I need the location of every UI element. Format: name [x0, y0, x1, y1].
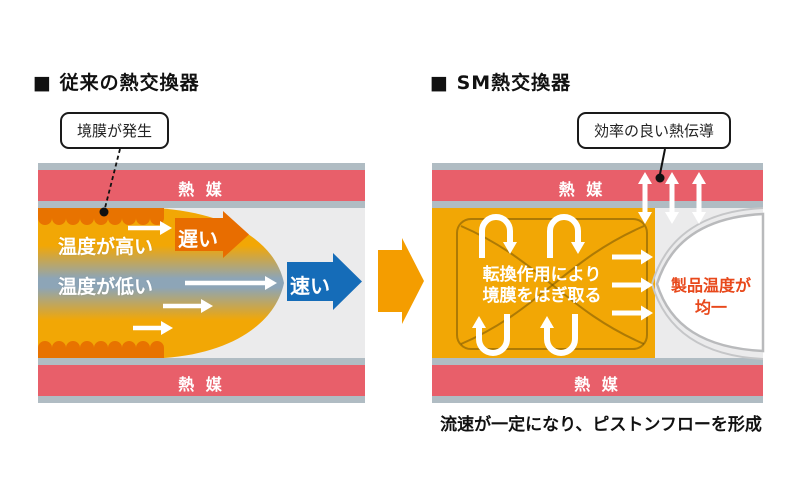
- callout-connector: [99, 148, 121, 217]
- boundary-film-top: [38, 208, 164, 225]
- fast-arrow-label: 速い: [290, 274, 330, 298]
- wall-strip: [38, 396, 365, 403]
- hot-temperature-label: 温度が高い: [58, 236, 154, 258]
- uniform-zone-lens: [655, 212, 765, 353]
- plug-flow-caption: 流速が一定になり、ピストンフローを形成: [440, 415, 762, 435]
- uniform-product-line2: 均一: [694, 298, 727, 317]
- wall-strip: [38, 163, 365, 170]
- wall-strip: [38, 201, 365, 208]
- wall-strip: [432, 201, 763, 208]
- uniform-product-line1: 製品温度が: [670, 276, 751, 295]
- fast-arrow-icon: [287, 253, 362, 310]
- heat-medium-label: 熱 媒: [574, 375, 621, 394]
- sm-exchanger-diagram: [432, 148, 765, 403]
- slow-arrow-icon: [175, 211, 249, 258]
- heat-medium-bar: [432, 365, 763, 396]
- heat-medium-label: 熱 媒: [178, 375, 225, 394]
- cold-temperature-label: 温度が低い: [58, 276, 154, 298]
- right-panel-title: ■ SM熱交換器: [430, 72, 572, 94]
- heat-medium-label: 熱 媒: [178, 180, 225, 199]
- heat-medium-label: 熱 媒: [558, 180, 606, 199]
- mixing-action-line1: 転換作用により: [482, 265, 602, 285]
- heat-transfer-arrow-icons: [638, 172, 706, 224]
- heat-medium-bar: [38, 365, 365, 396]
- rotation-arrow-icons: [472, 214, 585, 356]
- transition-arrow-icon: [378, 238, 424, 324]
- wall-strip: [432, 396, 763, 403]
- wall-strip: [432, 163, 763, 170]
- conventional-exchanger-diagram: [38, 148, 365, 403]
- heat-medium-bar: [38, 170, 365, 201]
- boundary-film-callout: 境膜が発生: [60, 112, 170, 149]
- boundary-film-bottom: [38, 341, 164, 358]
- wall-strip: [432, 358, 763, 365]
- wall-strip: [38, 358, 365, 365]
- mixing-action-line2: 境膜をはぎ取る: [482, 286, 602, 306]
- slow-arrow-label: 遅い: [178, 227, 218, 251]
- heat-transfer-callout: 効率の良い熱伝導: [577, 112, 732, 149]
- plug-flow-arrow-icons: [612, 249, 653, 321]
- plug-flow-leaf-curves: [651, 207, 764, 360]
- heat-medium-bar: [432, 170, 763, 201]
- left-panel-title: ■ 従来の熱交換器: [33, 72, 200, 94]
- mixing-action-label: 転換作用により 境膜をはぎ取る: [452, 265, 632, 307]
- callout-connector: [655, 148, 666, 183]
- uniform-product-label: 製品温度が 均一: [657, 275, 765, 319]
- flow-arrow-icons: [128, 221, 277, 335]
